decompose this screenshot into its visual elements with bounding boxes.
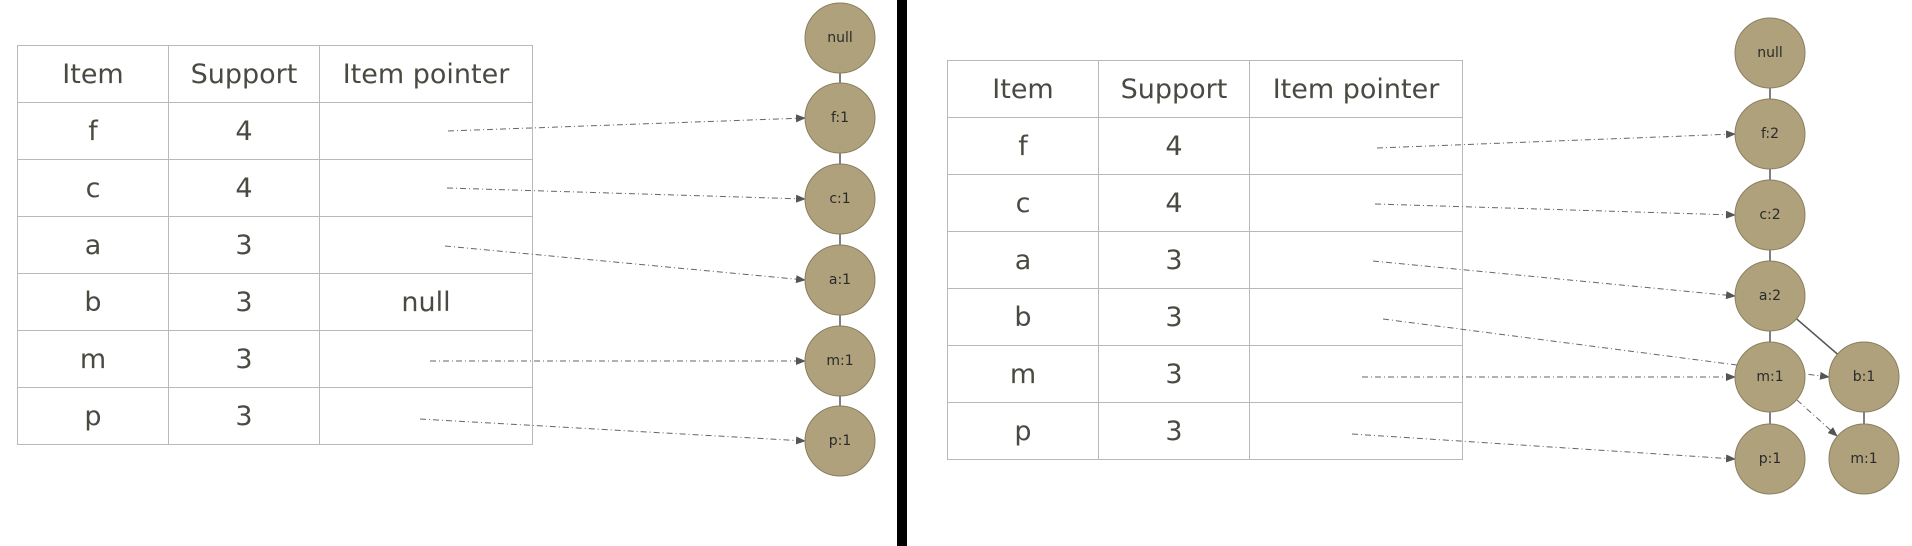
table-row: f 4 xyxy=(947,117,1463,175)
node-label: m:1 xyxy=(826,353,853,369)
header-support: Support xyxy=(1098,60,1250,118)
row-item: b xyxy=(17,273,169,331)
tree-node-m-branch: m:1 xyxy=(1828,423,1900,495)
pointer-arrow-f xyxy=(1376,130,1736,149)
tree-node-f: f:1 xyxy=(804,82,876,154)
node-label: a:1 xyxy=(829,272,851,288)
table-row: a 3 xyxy=(947,231,1463,289)
pointer-arrow-a xyxy=(1372,260,1736,300)
node-label: p:1 xyxy=(1759,451,1782,467)
header-item-pointer: Item pointer xyxy=(319,45,533,103)
tree-node-p: p:1 xyxy=(1734,423,1806,495)
row-item: p xyxy=(17,387,169,445)
tree-node-p: p:1 xyxy=(804,405,876,477)
pointer-arrow-b xyxy=(1382,318,1830,380)
row-pointer xyxy=(1249,174,1463,232)
table-row: b 3 xyxy=(947,288,1463,346)
node-label: f:1 xyxy=(831,110,849,126)
header-support: Support xyxy=(168,45,320,103)
row-support: 3 xyxy=(168,330,320,388)
right-fp-tree: null f:2 c:2 a:2 m:1 p:1 b:1 m:1 xyxy=(1351,17,1900,495)
row-item: p xyxy=(947,402,1099,460)
pointer-arrow-a xyxy=(444,245,806,284)
node-label: m:1 xyxy=(1756,369,1783,385)
row-support: 4 xyxy=(168,102,320,160)
node-label: b:1 xyxy=(1853,369,1876,385)
row-pointer xyxy=(319,387,533,445)
node-label: p:1 xyxy=(829,433,852,449)
node-label: null xyxy=(1757,45,1783,61)
node-link-arrow-m xyxy=(1796,399,1838,437)
left-panel: Item Support Item pointer f 4 c 4 a 3 b … xyxy=(0,0,897,546)
tree-node-c: c:2 xyxy=(1734,179,1806,251)
pointer-arrow-c xyxy=(1374,203,1736,219)
node-label: m:1 xyxy=(1850,451,1877,467)
row-support: 3 xyxy=(168,387,320,445)
row-support: 3 xyxy=(1098,402,1250,460)
row-support: 3 xyxy=(168,273,320,331)
right-header-table: Item Support Item pointer f 4 c 4 a 3 b … xyxy=(947,60,1463,460)
node-label: c:2 xyxy=(1759,207,1780,223)
header-item: Item xyxy=(17,45,169,103)
table-header-row: Item Support Item pointer xyxy=(17,45,533,103)
tree-node-m: m:1 xyxy=(804,325,876,397)
pointer-arrow-c xyxy=(446,187,806,203)
tree-node-f: f:2 xyxy=(1734,98,1806,170)
header-item: Item xyxy=(947,60,1099,118)
row-item: m xyxy=(17,330,169,388)
tree-node-c: c:1 xyxy=(804,163,876,235)
row-pointer xyxy=(319,159,533,217)
panel-divider xyxy=(897,0,907,546)
row-item: a xyxy=(947,231,1099,289)
tree-node-a: a:1 xyxy=(804,244,876,316)
right-panel: Item Support Item pointer f 4 c 4 a 3 b … xyxy=(907,0,1912,546)
row-pointer xyxy=(1249,402,1463,460)
row-pointer: null xyxy=(319,273,533,331)
left-fp-tree: null f:1 c:1 a:1 m:1 p:1 xyxy=(419,2,876,477)
node-label: c:1 xyxy=(829,191,850,207)
row-support: 3 xyxy=(1098,231,1250,289)
row-item: a xyxy=(17,216,169,274)
tree-node-b: b:1 xyxy=(1828,341,1900,413)
pointer-arrow-f xyxy=(447,114,806,132)
table-row: c 4 xyxy=(947,174,1463,232)
row-support: 4 xyxy=(168,159,320,217)
pointer-arrow-p xyxy=(419,418,806,445)
node-label: f:2 xyxy=(1761,126,1779,142)
tree-node-a: a:2 xyxy=(1734,260,1806,332)
tree-node-m: m:1 xyxy=(1734,341,1806,413)
table-header-row: Item Support Item pointer xyxy=(947,60,1463,118)
node-label: a:2 xyxy=(1759,288,1781,304)
table-row: p 3 xyxy=(947,402,1463,460)
row-pointer xyxy=(1249,231,1463,289)
table-row: p 3 xyxy=(17,387,533,445)
row-pointer xyxy=(1249,288,1463,346)
row-item: m xyxy=(947,345,1099,403)
left-header-table: Item Support Item pointer f 4 c 4 a 3 b … xyxy=(17,45,533,445)
header-item-pointer: Item pointer xyxy=(1249,60,1463,118)
node-label: null xyxy=(827,30,853,46)
table-row: b 3 null xyxy=(17,273,533,331)
tree-node-root: null xyxy=(804,2,876,74)
tree-node-root: null xyxy=(1734,17,1806,89)
pointer-arrow-p xyxy=(1351,433,1736,463)
row-pointer xyxy=(319,216,533,274)
